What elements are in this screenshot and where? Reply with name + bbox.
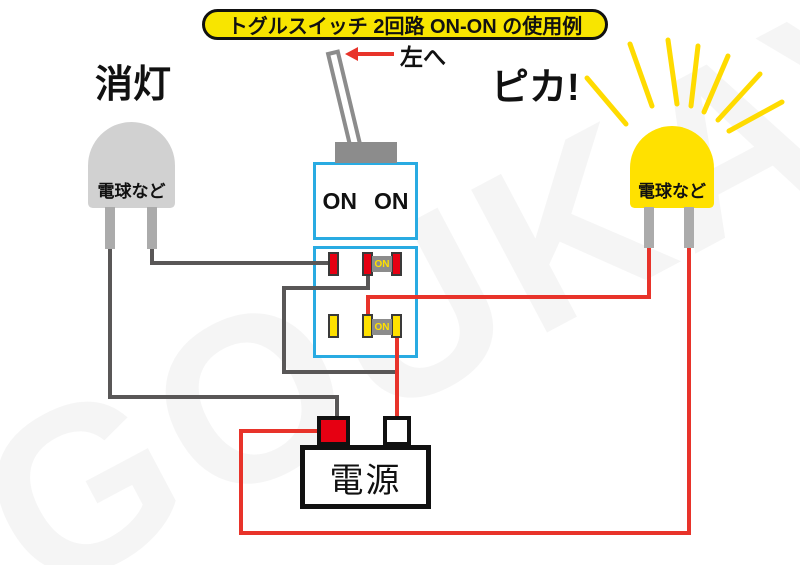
switch-terminal xyxy=(391,252,402,276)
left-bulb-leg xyxy=(147,207,157,249)
lever-direction-label: 左へ xyxy=(400,44,446,70)
on-badge-text: ON xyxy=(374,258,390,270)
right-bulb-leg xyxy=(684,207,694,248)
power-supply-label: 電源 xyxy=(329,462,402,500)
switch-terminal xyxy=(391,314,402,338)
power-terminal-negative xyxy=(383,416,411,446)
switch-position-panel: ON ON xyxy=(313,162,418,240)
on-contact-badge-top: ON xyxy=(372,256,392,272)
right-bulb: 電球など xyxy=(630,126,714,208)
title-text: トグルスイッチ 2回路 ON-ON の使用例 xyxy=(227,16,583,38)
left-bulb-leg xyxy=(105,207,115,249)
on-contact-badge-bottom: ON xyxy=(372,319,392,335)
on-badge-text: ON xyxy=(374,321,390,333)
power-supply: 電源 xyxy=(300,445,431,509)
left-bulb-label: 電球など xyxy=(97,182,166,201)
switch-terminal xyxy=(328,252,339,276)
left-bulb: 電球など xyxy=(88,122,175,208)
right-bulb-leg xyxy=(644,207,654,248)
power-terminal-positive xyxy=(317,416,350,446)
switch-position-on-right: ON xyxy=(374,187,409,214)
title-banner: トグルスイッチ 2回路 ON-ON の使用例 xyxy=(202,9,608,40)
switch-position-on-left: ON xyxy=(322,187,358,214)
right-lamp-state-label: ピカ! xyxy=(491,67,580,109)
right-bulb-label: 電球など xyxy=(638,182,706,201)
left-lamp-state-label: 消灯 xyxy=(95,64,172,106)
toggle-bushing xyxy=(335,142,397,163)
switch-terminal xyxy=(328,314,339,338)
